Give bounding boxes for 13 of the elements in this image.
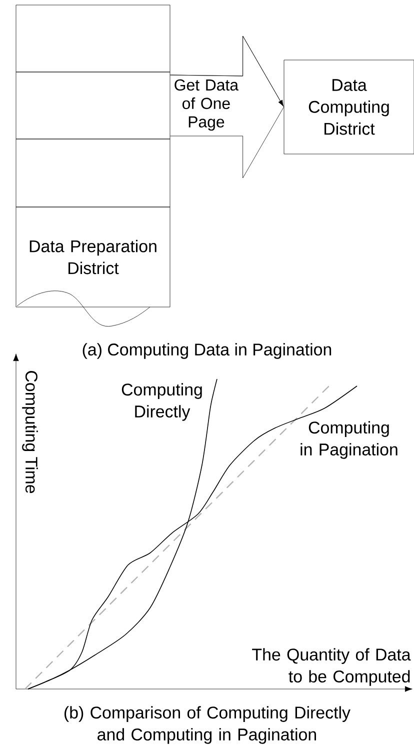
caption-text: (b) Comparison of Computing Directly and Computing in Pagination: [64, 706, 350, 744]
stack-cell: [16, 4, 170, 72]
district-box: Data Computing District: [284, 60, 414, 154]
curve-label: Computing Directly: [122, 383, 202, 421]
edge-label: Get Data of One Page: [174, 79, 239, 131]
district-box: Data Preparation District: [16, 206, 170, 327]
block-arrow: [170, 36, 284, 178]
stack-cell: [16, 72, 170, 140]
curve-label: Computing in Pagination: [300, 421, 398, 459]
axis-title: Computing Time: [22, 371, 38, 494]
axis-title: The Quantity of Data to be Computed: [252, 648, 411, 686]
stack-cell: [16, 138, 170, 208]
caption-text: (a) Computing Data in Pagination: [82, 343, 332, 359]
